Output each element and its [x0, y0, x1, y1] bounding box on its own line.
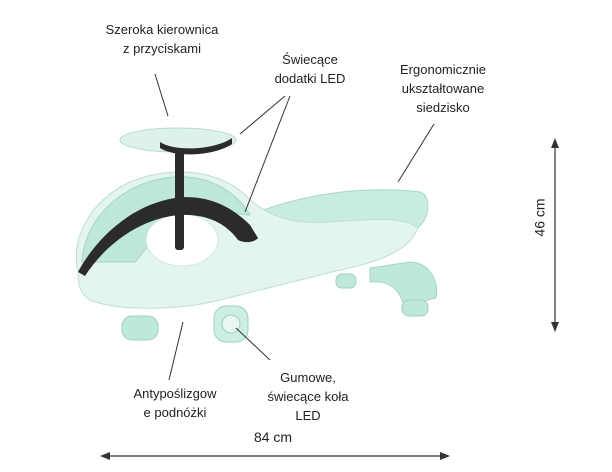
label-wheels: Gumowe, świecące koła LED: [248, 368, 368, 425]
label-wheels-line-3: LED: [295, 408, 321, 423]
height-dimension: [551, 138, 559, 332]
steering-wheel-grip: [160, 138, 232, 155]
pointer-steering: [154, 73, 169, 117]
rear-bracket: [369, 261, 438, 307]
label-led-line-2: dodatki LED: [274, 71, 346, 86]
label-footrests-line-2: e podnóżki: [143, 405, 207, 420]
label-seat-line-1: Ergonomicznie: [400, 62, 486, 77]
label-wheels-line-1: Gumowe,: [280, 370, 336, 385]
length-dimension: [100, 452, 450, 460]
led-trim-stripe: [78, 197, 258, 276]
label-led-addons: Świecące dodatki LED: [250, 50, 370, 88]
label-seat: Ergonomicznie ukształtowane siedzisko: [368, 60, 518, 117]
steering-column: [175, 150, 184, 250]
pointer-led-steering: [239, 95, 286, 135]
label-steering-line-1: Szeroka kierownica: [105, 22, 219, 37]
rear-wheels: [335, 273, 429, 317]
label-seat-line-2: ukształtowane: [401, 81, 485, 96]
pointer-wheels: [235, 327, 271, 361]
label-seat-line-3: siedzisko: [416, 100, 470, 115]
label-led-line-1: Świecące: [282, 52, 338, 67]
height-value: 46 cm: [531, 198, 548, 237]
front-wheels: [121, 305, 249, 343]
pointer-footrests: [168, 321, 184, 381]
label-steering-wheel: Szeroka kierownica z przyciskami: [92, 20, 232, 58]
label-footrests: Antypoślizgow e podnóżki: [110, 384, 240, 422]
pointer-led-trim: [244, 95, 291, 213]
length-value: 84 cm: [253, 429, 293, 445]
pointer-lines: [154, 73, 435, 381]
label-footrests-line-1: Antypoślizgow: [133, 386, 217, 401]
label-wheels-line-2: świecące koła: [267, 389, 349, 404]
pointer-seat: [397, 123, 435, 183]
label-steering-line-2: z przyciskami: [122, 41, 201, 56]
